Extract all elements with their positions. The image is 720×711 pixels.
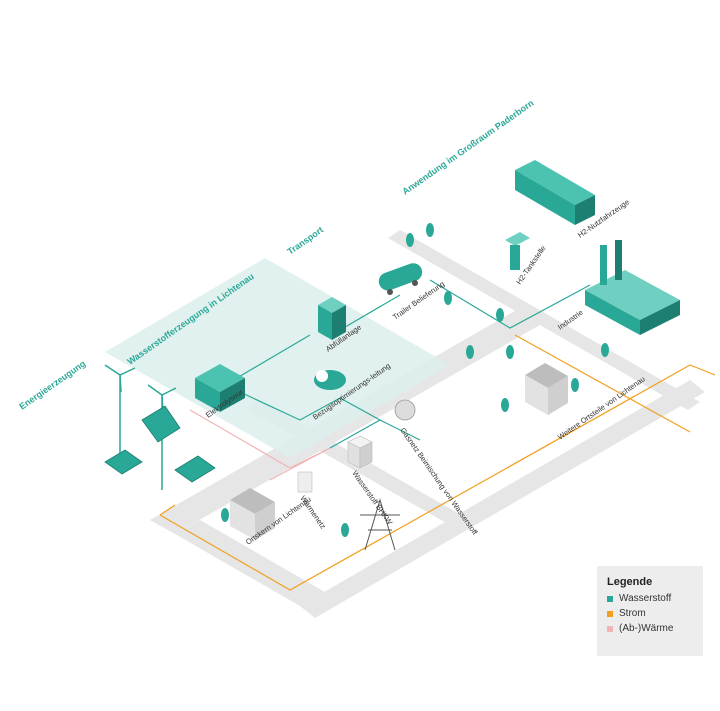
legend-item-power: Strom <box>607 606 703 621</box>
h2-station-icon <box>505 232 530 270</box>
bus-icon <box>515 160 595 225</box>
solar-panel-icon <box>104 405 216 483</box>
legend-label: (Ab-)Wärme <box>619 623 674 634</box>
label-gas-grid: Gasnetz Beimischung von Wasserstoff <box>398 426 480 537</box>
tree-icon <box>221 223 609 537</box>
legend-label: Strom <box>619 608 646 619</box>
gas-grid-icon <box>394 399 416 421</box>
legend-item-heat: (Ab-)Wärme <box>607 621 703 636</box>
chp-icon <box>347 435 373 469</box>
section-label-energy: Energieerzeugung <box>17 358 87 411</box>
electrolyser-icon <box>195 364 245 412</box>
heat-lines <box>189 409 331 481</box>
legend-swatch <box>607 595 613 602</box>
heat-grid-icon <box>297 471 313 493</box>
section-label-transport: Transport <box>285 225 325 257</box>
town-house-icon <box>230 488 275 540</box>
filling-plant-icon <box>318 297 346 340</box>
legend-swatch <box>607 610 613 617</box>
legend-item-hydrogen: Wasserstoff <box>607 591 703 606</box>
power-pylon-icon <box>360 498 400 551</box>
optimization-tank-icon <box>314 370 346 390</box>
production-zone <box>105 258 450 458</box>
district-house-icon <box>525 363 568 415</box>
industry-icon <box>585 240 680 335</box>
legend-title: Legende <box>607 576 653 588</box>
legend: Legende Wasserstoff Strom (Ab-)Wärme <box>597 566 703 656</box>
power-lines <box>159 334 716 591</box>
legend-swatch <box>607 625 613 632</box>
trailer-icon <box>378 263 423 295</box>
legend-label: Wasserstoff <box>619 593 672 604</box>
